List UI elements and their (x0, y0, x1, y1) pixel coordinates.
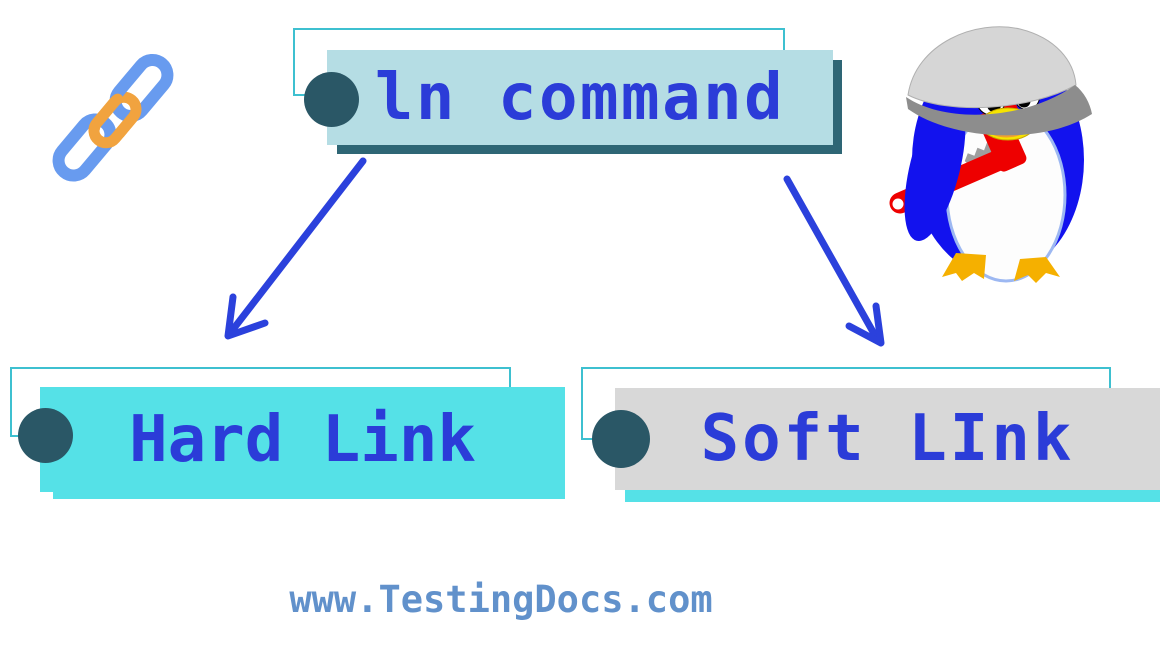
hard-link-bullet-dot (18, 408, 73, 463)
title-bullet-dot (304, 72, 359, 127)
soft-link-label: Soft LInk (700, 402, 1075, 476)
soft-link-bullet-dot (592, 410, 650, 468)
title-box: ln command (327, 50, 833, 145)
hard-link-box: Hard Link (40, 387, 565, 492)
soft-link-box: Soft LInk (615, 388, 1160, 490)
penguin-plumber-mascot (889, 26, 1092, 283)
arrow-down-right (783, 175, 885, 347)
hard-link-box-lip (53, 491, 565, 499)
arrow-down-left (224, 157, 367, 340)
hard-link-label: Hard Link (129, 402, 476, 477)
website-url: www.TestingDocs.com (289, 578, 713, 621)
soft-link-box-shadow-strip (625, 490, 1160, 502)
chain-link-icon (52, 53, 174, 182)
title-label: ln command (374, 60, 786, 135)
